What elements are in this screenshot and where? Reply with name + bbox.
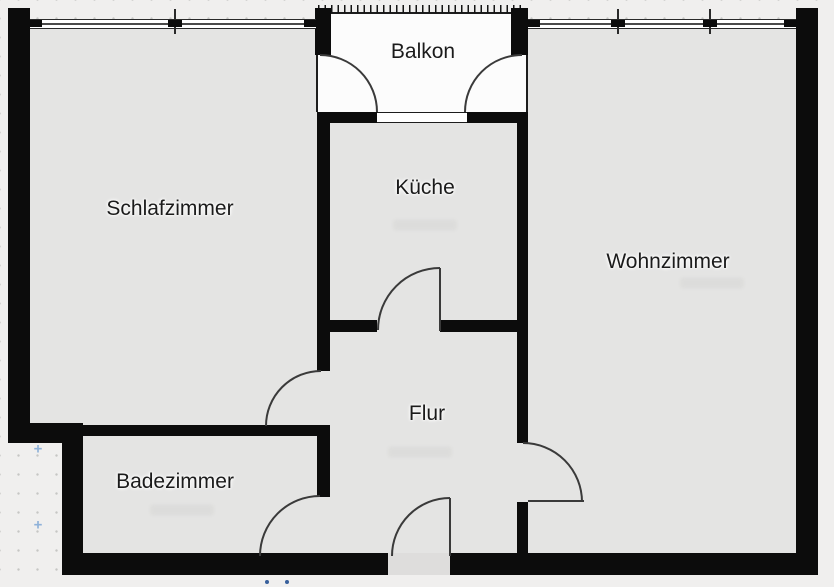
room-flur[interactable] (330, 332, 517, 553)
wall[interactable] (317, 436, 330, 497)
wall[interactable] (511, 8, 528, 55)
snap-marker-plus: + (33, 440, 43, 458)
room-wohnzimmer[interactable] (528, 28, 796, 553)
room-badezimmer[interactable] (83, 436, 317, 553)
wall[interactable] (317, 112, 330, 371)
wall[interactable] (440, 320, 517, 332)
area-text-ghost (388, 446, 452, 458)
wall[interactable] (20, 425, 330, 436)
room-label-kueche: Küche (395, 176, 455, 199)
window-mullion (611, 20, 625, 27)
doorway-floor (517, 443, 528, 502)
doorway-floor (317, 371, 330, 425)
wall[interactable] (517, 502, 528, 575)
entrance-threshold (388, 553, 450, 575)
window-mullion (168, 20, 182, 27)
snap-marker-plus: + (33, 516, 43, 534)
window-wohnzimmer[interactable] (528, 19, 796, 29)
doorway-floor (317, 497, 330, 553)
snap-marker-dot (285, 580, 289, 584)
doorway-floor (377, 320, 440, 332)
wall[interactable] (317, 320, 377, 332)
wall[interactable] (450, 553, 818, 575)
balcony-door[interactable] (377, 112, 467, 123)
balcony-railing (318, 5, 526, 13)
wall[interactable] (467, 112, 528, 123)
wall[interactable] (517, 112, 528, 443)
area-text-ghost (680, 277, 744, 289)
wall[interactable] (315, 8, 331, 55)
room-label-badezimmer: Badezimmer (116, 470, 234, 493)
window-end-tick (528, 20, 540, 27)
window-end-tick (784, 20, 796, 27)
wall[interactable] (796, 8, 818, 575)
room-schlafzimmer[interactable] (30, 28, 317, 425)
room-label-wohnzimmer: Wohnzimmer (606, 250, 730, 273)
wall[interactable] (62, 443, 83, 574)
wall[interactable] (8, 8, 30, 443)
area-text-ghost (150, 504, 214, 516)
window-end-tick (304, 20, 316, 27)
window-end-tick (30, 20, 42, 27)
window-mullion (703, 20, 717, 27)
wall[interactable] (318, 112, 377, 123)
room-label-balkon: Balkon (390, 40, 456, 63)
snap-marker-dot (265, 580, 269, 584)
area-text-ghost (393, 219, 457, 231)
room-label-schlafzimmer: Schlafzimmer (106, 197, 234, 220)
wall[interactable] (62, 553, 388, 575)
balcony-border (526, 12, 528, 112)
balcony-border (316, 12, 528, 14)
room-label-flur: Flur (408, 402, 446, 425)
balcony-border (316, 12, 318, 112)
